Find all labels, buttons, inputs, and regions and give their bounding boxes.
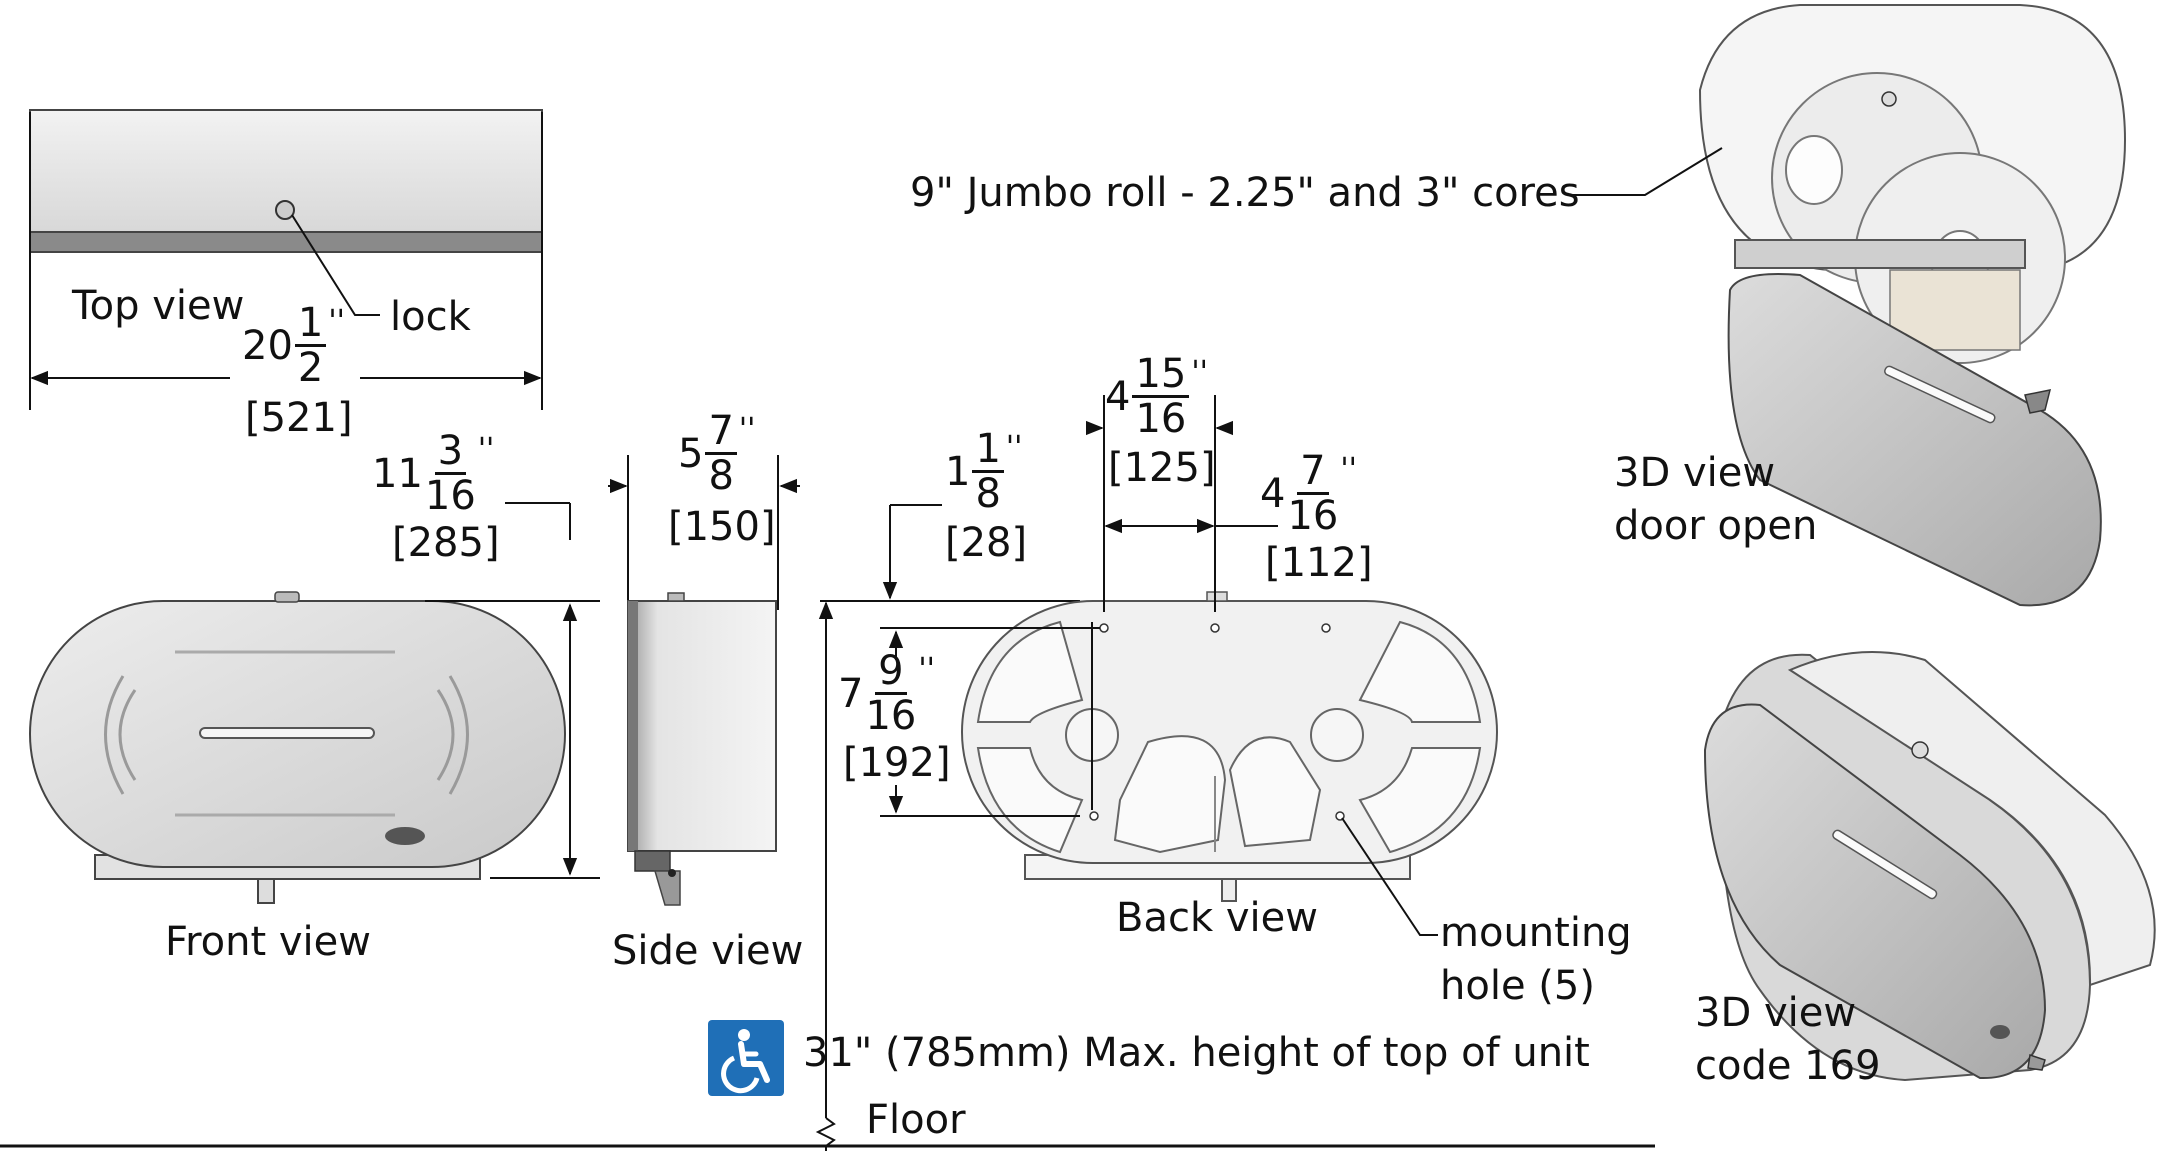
3d-door-open-drawing [1698,4,2127,607]
side-view-label: Side view [612,928,804,974]
jumbo-roll-callout: 9" Jumbo roll - 2.25" and 3" cores [910,170,1580,216]
3d-code-view-drawing [1703,651,2156,1082]
mounting-hole-callout-line1: mounting [1440,910,1632,956]
floor-label: Floor [866,1097,966,1143]
hole-y-dimension-mm: [192] [843,740,951,786]
back-view-label: Back view [1116,895,1318,941]
side-view-drawing [627,592,777,906]
hole-x2-dimension-mm: [112] [1265,540,1373,586]
door-open-label-line2: door open [1614,503,1818,549]
code-view-label-line2: code 169 [1695,1043,1881,1089]
wheelchair-icon [708,1020,784,1096]
width-dimension-mm: [521] [245,395,353,441]
hole-x1-dimension-mm: [125] [1108,445,1216,491]
mounting-hole-callout-line2: hole (5) [1440,963,1595,1009]
top-view-label: Top view [72,283,245,329]
top-view-drawing [29,109,543,316]
back-view-drawing [961,591,1498,902]
lock-callout: lock [390,294,471,340]
front-view-label: Front view [165,919,371,965]
door-open-label-line1: 3D view [1614,450,1776,496]
code-view-label-line1: 3D view [1695,990,1857,1036]
height-dimension-mm: [285] [392,520,500,566]
max-height-note: 31" (785mm) Max. height of top of unit [803,1030,1590,1076]
top-offset-dimension-mm: [28] [945,520,1028,566]
depth-dimension-mm: [150] [668,504,776,550]
front-view-drawing [29,591,566,904]
